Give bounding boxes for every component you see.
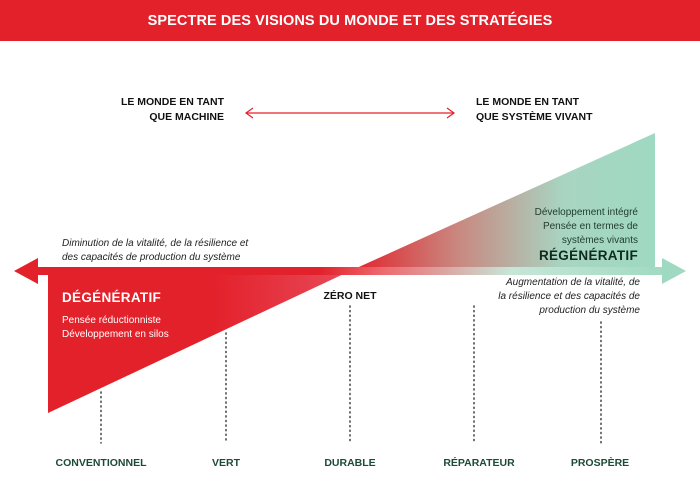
stage-label-durable: DURABLE <box>324 457 376 469</box>
regenerative-title: RÉGÉNÉRATIF <box>538 248 638 263</box>
worldview-living-system-label: LE MONDE EN TANT QUE SYSTÈME VIVANT <box>476 95 593 125</box>
regenerative-description-line-3: production du système <box>539 305 640 316</box>
regenerative-description: Augmentation de la vitalité, de la résil… <box>498 276 640 318</box>
regenerative-description-line-1: Augmentation de la vitalité, de <box>506 277 640 288</box>
worldview-machine-label: LE MONDE EN TANT QUE MACHINE <box>121 95 224 125</box>
worldview-living-line-2: QUE SYSTÈME VIVANT <box>476 111 593 123</box>
degenerative-subtitle: Pensée réductionniste Développement en s… <box>62 314 169 342</box>
stage-label-reparateur: RÉPARATEUR <box>443 457 515 469</box>
degenerative-title: DÉGÉNÉRATIF <box>62 290 162 305</box>
worldview-machine-line-2: QUE MACHINE <box>149 111 224 123</box>
regenerative-subtitle-line-2: Pensée en termes de <box>542 221 638 232</box>
regenerative-subtitle: Développement intégré Pensée en termes d… <box>535 206 638 248</box>
degenerative-description: Diminution de la vitalité, de la résilie… <box>62 237 248 265</box>
regenerative-subtitle-line-3: systèmes vivants <box>561 235 638 246</box>
degenerative-subtitle-line-1: Pensée réductionniste <box>62 315 161 326</box>
worldview-machine-line-1: LE MONDE EN TANT <box>120 96 224 108</box>
regenerative-wedge <box>350 133 655 271</box>
stage-label-prospere: PROSPÈRE <box>570 457 630 469</box>
stage-label-conventionnel: CONVENTIONNEL <box>55 457 147 469</box>
worldview-double-arrow <box>244 107 456 119</box>
zero-net-label: ZÉRO NET <box>323 290 377 302</box>
degenerative-subtitle-line-2: Développement en silos <box>62 329 169 340</box>
stage-label-vert: VERT <box>211 457 241 469</box>
degenerative-wedge <box>48 271 350 413</box>
worldview-living-line-1: LE MONDE EN TANT <box>476 96 580 108</box>
degenerative-description-line-1: Diminution de la vitalité, de la résilie… <box>62 238 249 249</box>
regenerative-subtitle-line-1: Développement intégré <box>534 207 638 218</box>
regenerative-description-line-2: la résilience et des capacités de <box>498 291 640 302</box>
degenerative-description-line-2: des capacités de production du système <box>62 252 241 263</box>
spectrum-axis-arrow <box>14 258 686 284</box>
page-title: SPECTRE DES VISIONS DU MONDE ET DES STRA… <box>0 0 700 41</box>
